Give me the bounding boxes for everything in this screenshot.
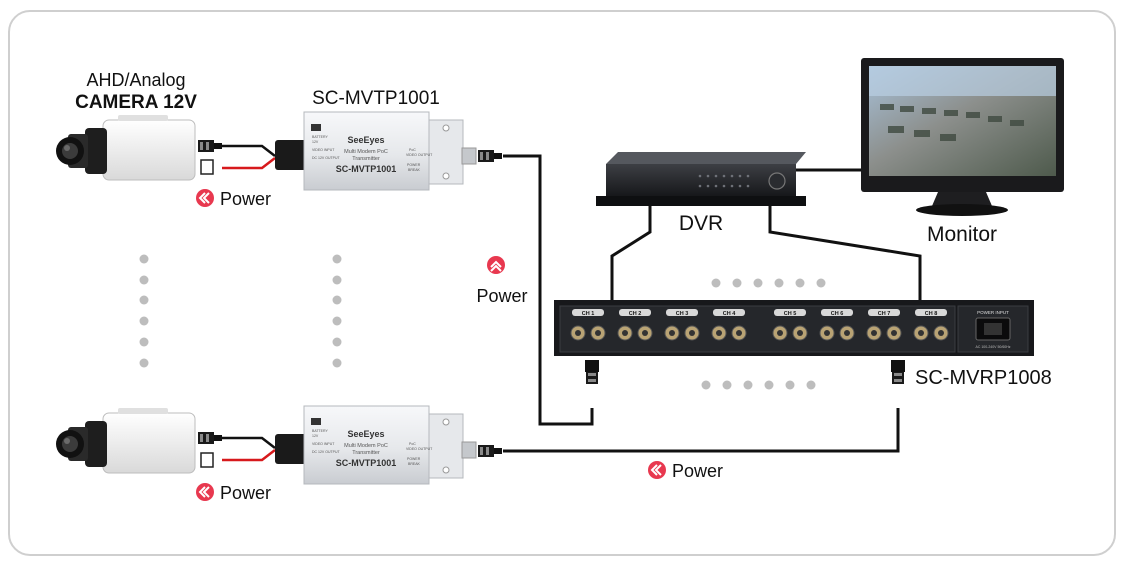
transmitter-bottom: SeeEyes Multi Modem PoC Transmitter SC-M… <box>275 405 502 485</box>
camera-bottom <box>56 408 222 474</box>
dots-transmitter-column <box>332 254 342 368</box>
transmitter-small-right-3-bottom: POWER <box>407 457 421 461</box>
receiver-channel-label: CH 3 <box>676 311 689 317</box>
transmitter-small-left-3-bottom: VIDEO INPUT <box>312 442 335 446</box>
power-label-cable-bottom: Power <box>672 461 723 481</box>
power-badge-left-icon-cable <box>647 460 667 480</box>
transmitter-small-right-4-bottom: BREAK <box>408 462 421 466</box>
dots-receiver-bottom <box>701 380 816 390</box>
transmitter-small-left-1-bottom: BATTERY <box>312 429 328 433</box>
dvr-cable-left <box>610 206 652 300</box>
dots-receiver-top <box>711 278 826 288</box>
camera-power-wire-bottom <box>222 436 276 462</box>
camera-label-line2: CAMERA 12V <box>75 92 197 113</box>
receiver-channel-label: CH 4 <box>723 311 736 317</box>
power-badge-up-icon <box>487 256 505 274</box>
power-label-camera-top: Power <box>220 189 271 209</box>
coax-cable-top <box>503 154 594 426</box>
dots-camera-column <box>139 254 149 368</box>
transmitter-brand-bottom: SeeEyes <box>347 429 384 439</box>
dvr-cable-right <box>768 206 922 300</box>
transmitter-model-plate: SC-MVTP1001 <box>336 164 397 174</box>
receiver-channel-label: CH 8 <box>925 311 938 317</box>
receiver-channel-6: CH 6 <box>819 309 855 341</box>
receiver-power-spec: AC 100-240V 50/60Hz <box>975 345 1010 349</box>
receiver-model-label: SC-MVRP1008 <box>915 367 1052 389</box>
receiver-channel-label: CH 5 <box>784 311 797 317</box>
transmitter-subtitle-1-bottom: Multi Modem PoC <box>344 443 388 449</box>
receiver-channel-2: CH 2 <box>617 309 653 341</box>
monitor-label: Monitor <box>927 223 997 246</box>
power-label-camera-bottom: Power <box>220 483 271 503</box>
transmitter-brand: SeeEyes <box>347 135 384 145</box>
receiver-channel-1: CH 1 <box>570 309 606 341</box>
transmitter-small-left-2-bottom: 12V <box>312 434 319 438</box>
coax-cable-bottom <box>503 408 900 453</box>
receiver-channel-label: CH 1 <box>582 311 595 317</box>
receiver-channel-label: CH 6 <box>831 311 844 317</box>
monitor-unit <box>861 58 1064 216</box>
receiver-channel-7: CH 7 <box>866 309 902 341</box>
transmitter-small-left-4-bottom: DC 12V OUTPUT <box>312 450 340 454</box>
transmitter-top: SeeEyes Multi Modem PoC Transmitter SC-M… <box>275 111 502 191</box>
transmitter-small-right-2: VIDEO OUTPUT <box>406 153 433 157</box>
camera-label-line1: AHD/Analog <box>86 70 185 90</box>
dvr-label: DVR <box>679 212 723 235</box>
transmitter-small-right-3: POWER <box>407 163 421 167</box>
transmitter-model-label: SC-MVTP1001 <box>312 88 440 109</box>
receiver-channel-8: CH 8 <box>913 309 949 341</box>
transmitter-small-right-1: PoC <box>409 148 416 152</box>
receiver-unit: CH 1 CH 2 CH 3 CH 4 CH 5 CH 6 CH 7 CH 8 POWER I… <box>554 300 1034 384</box>
transmitter-subtitle-2-bottom: Transmitter <box>352 450 380 456</box>
receiver-channel-label: CH 7 <box>878 311 891 317</box>
transmitter-small-right-2-bottom: VIDEO OUTPUT <box>406 447 433 451</box>
transmitter-small-left-4: DC 12V OUTPUT <box>312 156 340 160</box>
transmitter-model-plate-bottom: SC-MVTP1001 <box>336 458 397 468</box>
power-badge-left-icon <box>195 188 215 208</box>
transmitter-small-left-1: BATTERY <box>312 135 328 139</box>
transmitter-subtitle-2: Transmitter <box>352 156 380 162</box>
receiver-channel-5: CH 5 <box>772 309 808 341</box>
transmitter-small-left-2: 12V <box>312 140 319 144</box>
power-label-cable-up: Power <box>476 286 527 306</box>
transmitter-subtitle-1: Multi Modem PoC <box>344 149 388 155</box>
receiver-power-input-label: POWER INPUT <box>977 310 1009 315</box>
receiver-channel-3: CH 3 <box>664 309 700 341</box>
transmitter-small-left-3: VIDEO INPUT <box>312 148 335 152</box>
transmitter-small-right-4: BREAK <box>408 168 421 172</box>
power-badge-left-icon-bottom <box>195 482 215 502</box>
receiver-channel-label: CH 2 <box>629 311 642 317</box>
receiver-channel-4: CH 4 <box>711 309 747 341</box>
camera-power-wire-top <box>222 144 276 170</box>
transmitter-small-right-1-bottom: PoC <box>409 442 416 446</box>
camera-top <box>56 115 222 181</box>
dvr-unit <box>596 152 806 206</box>
